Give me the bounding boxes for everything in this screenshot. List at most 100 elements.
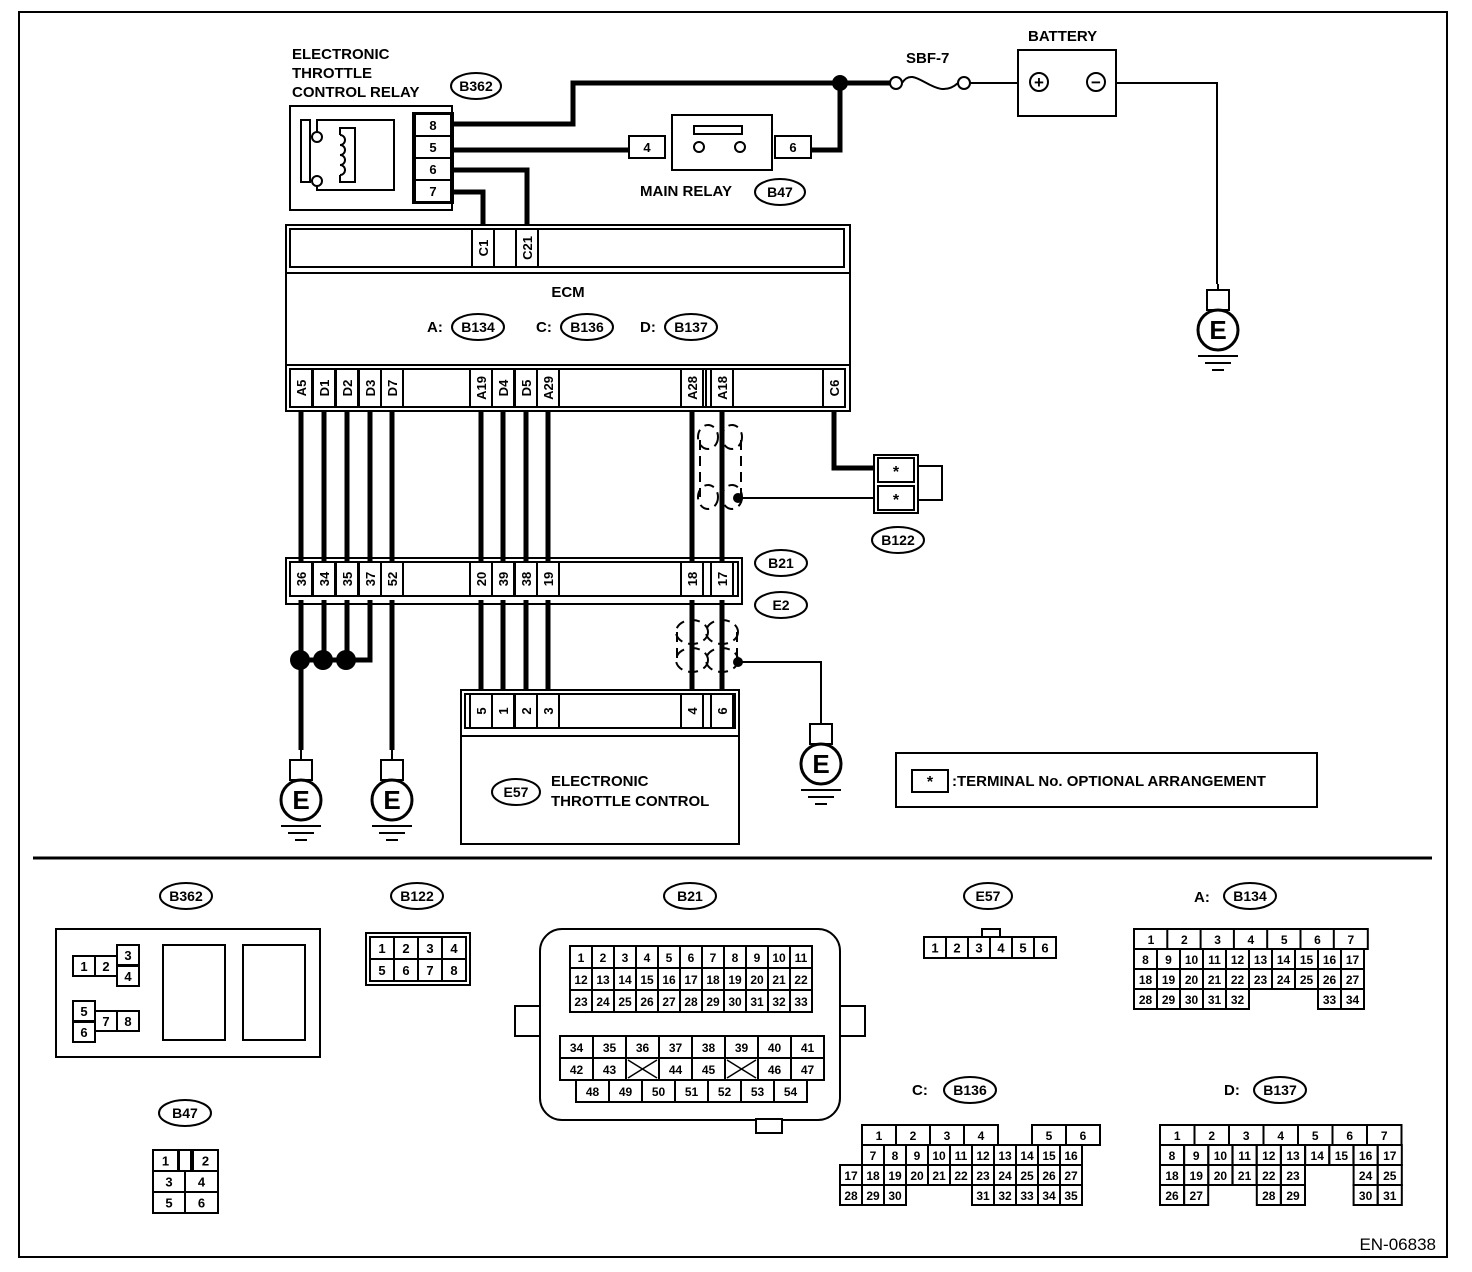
- b21-face-pin-27: 27: [657, 989, 681, 1013]
- svg-text:5: 5: [429, 140, 436, 155]
- svg-text:1: 1: [162, 1154, 169, 1169]
- svg-text:17: 17: [684, 973, 698, 987]
- b137-face-pin-27: 27: [1183, 1184, 1210, 1206]
- svg-text:B21: B21: [768, 555, 794, 571]
- b362-face-pin-4: 4: [116, 965, 140, 987]
- main-relay-label: MAIN RELAY: [640, 183, 732, 200]
- ecm-connector-refs: A: B134 C: B136 D: B137: [427, 313, 718, 341]
- b134-face-pin-22: 22: [1225, 968, 1250, 990]
- b134-face-pin-9: 9: [1156, 948, 1181, 970]
- ecm-pin-A28: A28: [680, 368, 704, 408]
- svg-text:35: 35: [603, 1041, 617, 1055]
- svg-text:28: 28: [1139, 993, 1153, 1007]
- e57-pin-5: 5: [469, 693, 493, 729]
- b137-face-pin-9: 9: [1183, 1144, 1210, 1166]
- b137-face-pin-15: 15: [1328, 1144, 1355, 1166]
- svg-text:32: 32: [1231, 993, 1245, 1007]
- b21-face-pin-44: 44: [658, 1057, 693, 1081]
- svg-text:B47: B47: [767, 184, 793, 200]
- svg-text:5: 5: [1046, 1129, 1053, 1143]
- svg-text:19: 19: [1190, 1169, 1204, 1183]
- svg-text:2: 2: [102, 959, 109, 974]
- relay-pin-8: 8: [414, 113, 452, 137]
- svg-text:A:: A:: [1194, 889, 1210, 906]
- b137-face-pin-23: 23: [1280, 1164, 1306, 1186]
- b136-face-pin-2: 2: [895, 1124, 931, 1146]
- svg-text:15: 15: [640, 973, 654, 987]
- b137-face-pin-20: 20: [1207, 1164, 1234, 1186]
- svg-text:54: 54: [784, 1085, 798, 1099]
- svg-text:23: 23: [1286, 1169, 1300, 1183]
- b21-face-pin-13: 13: [591, 967, 615, 991]
- b136-face-pin-11: 11: [949, 1144, 973, 1166]
- svg-text:12: 12: [574, 973, 588, 987]
- svg-text:52: 52: [385, 572, 400, 586]
- svg-text:8: 8: [429, 118, 436, 133]
- svg-text:20: 20: [750, 973, 764, 987]
- b21-face-pin-19: 19: [723, 967, 747, 991]
- b21-pin-37: 37: [358, 561, 382, 597]
- b134-face-pin-21: 21: [1202, 968, 1227, 990]
- vertical-wires: [290, 411, 876, 750]
- b21-face-pin-37: 37: [658, 1035, 693, 1059]
- battery: + −: [1017, 49, 1117, 117]
- svg-text:30: 30: [888, 1189, 902, 1203]
- b21-face-pin-20: 20: [745, 967, 769, 991]
- svg-text:B362: B362: [459, 78, 493, 94]
- svg-text:11: 11: [1238, 1149, 1251, 1163]
- svg-text:3: 3: [426, 941, 433, 956]
- svg-text:1: 1: [1148, 933, 1155, 947]
- b21-face-pin-32: 32: [767, 989, 791, 1013]
- svg-text:*: *: [893, 464, 900, 481]
- relay-pin-5: 5: [414, 135, 452, 159]
- svg-text:19: 19: [1162, 973, 1176, 987]
- svg-text:9: 9: [754, 951, 761, 965]
- svg-text:16: 16: [1323, 953, 1337, 967]
- svg-text:3: 3: [541, 707, 556, 714]
- b137-face-pin-29: 29: [1280, 1184, 1306, 1206]
- svg-text:5: 5: [1019, 941, 1026, 956]
- svg-text:19: 19: [541, 572, 556, 586]
- b21-face-pin-35: 35: [592, 1035, 627, 1059]
- b134-face-pin-29: 29: [1156, 988, 1181, 1010]
- svg-text:5: 5: [474, 707, 489, 714]
- svg-text:16: 16: [1064, 1149, 1078, 1163]
- svg-text:D:: D:: [1224, 1082, 1240, 1099]
- e57-face-pin-5: 5: [1011, 936, 1035, 959]
- face-b134: A: B134: [1194, 882, 1277, 910]
- b137-face-pin-3: 3: [1228, 1124, 1265, 1146]
- svg-text:D3: D3: [363, 380, 378, 397]
- svg-text:26: 26: [1165, 1189, 1179, 1203]
- ground-2: E: [279, 750, 323, 841]
- svg-text:52: 52: [718, 1085, 732, 1099]
- svg-text:5: 5: [165, 1196, 172, 1211]
- svg-text:D4: D4: [496, 379, 511, 396]
- b134-face-pin-26: 26: [1317, 968, 1342, 990]
- svg-text:6: 6: [688, 951, 695, 965]
- b137-face-pin-11: 11: [1231, 1144, 1258, 1166]
- b21-face-pin-53: 53: [740, 1079, 775, 1103]
- b137-face-pin-31: 31: [1376, 1184, 1403, 1206]
- b21-face-pin-43: 43: [592, 1057, 627, 1081]
- b362-face-pin-6: 6: [72, 1021, 96, 1043]
- b21-face-pin-30: 30: [723, 989, 747, 1013]
- svg-text:27: 27: [662, 995, 676, 1009]
- svg-text:2: 2: [953, 941, 960, 956]
- b362-face-pin-3: 3: [116, 944, 140, 966]
- b21-pin-18: 18: [680, 561, 704, 597]
- svg-text:E2: E2: [772, 597, 789, 613]
- svg-text:6: 6: [715, 707, 730, 714]
- svg-text:31: 31: [1208, 993, 1222, 1007]
- ground-1: E: [1196, 284, 1240, 371]
- svg-text:41: 41: [801, 1041, 815, 1055]
- b21-face-pin-16: 16: [657, 967, 681, 991]
- b21-face-pin-34: 34: [559, 1035, 594, 1059]
- svg-text:15: 15: [1300, 953, 1314, 967]
- b134-face-pin-31: 31: [1202, 988, 1227, 1010]
- svg-text:21: 21: [932, 1169, 946, 1183]
- svg-text:E: E: [292, 785, 309, 815]
- b134-face-pin-15: 15: [1294, 948, 1319, 970]
